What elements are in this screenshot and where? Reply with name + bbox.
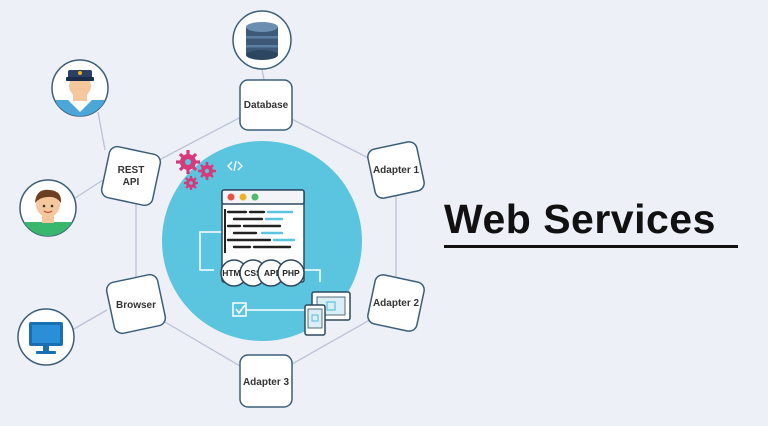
node-adapter-2: Adapter 2: [367, 274, 425, 332]
devices-icon: [304, 291, 351, 336]
hub-decorations: [199, 231, 321, 311]
tech-tag-label: HTML: [222, 268, 246, 278]
gears-icon: [176, 150, 216, 190]
node-browser: Browser: [105, 273, 167, 335]
node-label: REST: [118, 165, 145, 176]
code-window-icon: [221, 189, 305, 283]
node-label: API: [123, 177, 140, 188]
code-brackets-icon: [227, 160, 243, 172]
page-title: Web Services: [444, 196, 716, 242]
node-rest-api: REST API: [100, 145, 162, 207]
node-label: Browser: [116, 300, 156, 311]
database-icon: [232, 10, 292, 70]
node-adapter-1: Adapter 1: [367, 141, 425, 199]
node-label: Database: [244, 100, 289, 111]
tech-tag-label: CSS: [244, 268, 262, 278]
tech-tags: HTML CSS API PHP: [220, 259, 305, 287]
boy-avatar-icon: [19, 179, 77, 237]
police-avatar-icon: [51, 59, 109, 117]
node-adapter-3: Adapter 3: [239, 354, 293, 408]
tech-tag: PHP: [277, 259, 305, 287]
tech-tag-label: PHP: [282, 268, 300, 278]
node-database: Database: [239, 79, 293, 131]
monitor-icon: [17, 308, 75, 366]
node-label: Adapter 2: [373, 298, 420, 309]
node-label: Adapter 3: [243, 377, 290, 388]
tech-tag-label: API: [264, 268, 278, 278]
title-underline: [444, 245, 738, 248]
checkbox-icon: [232, 302, 247, 317]
node-label: Adapter 1: [373, 165, 420, 176]
